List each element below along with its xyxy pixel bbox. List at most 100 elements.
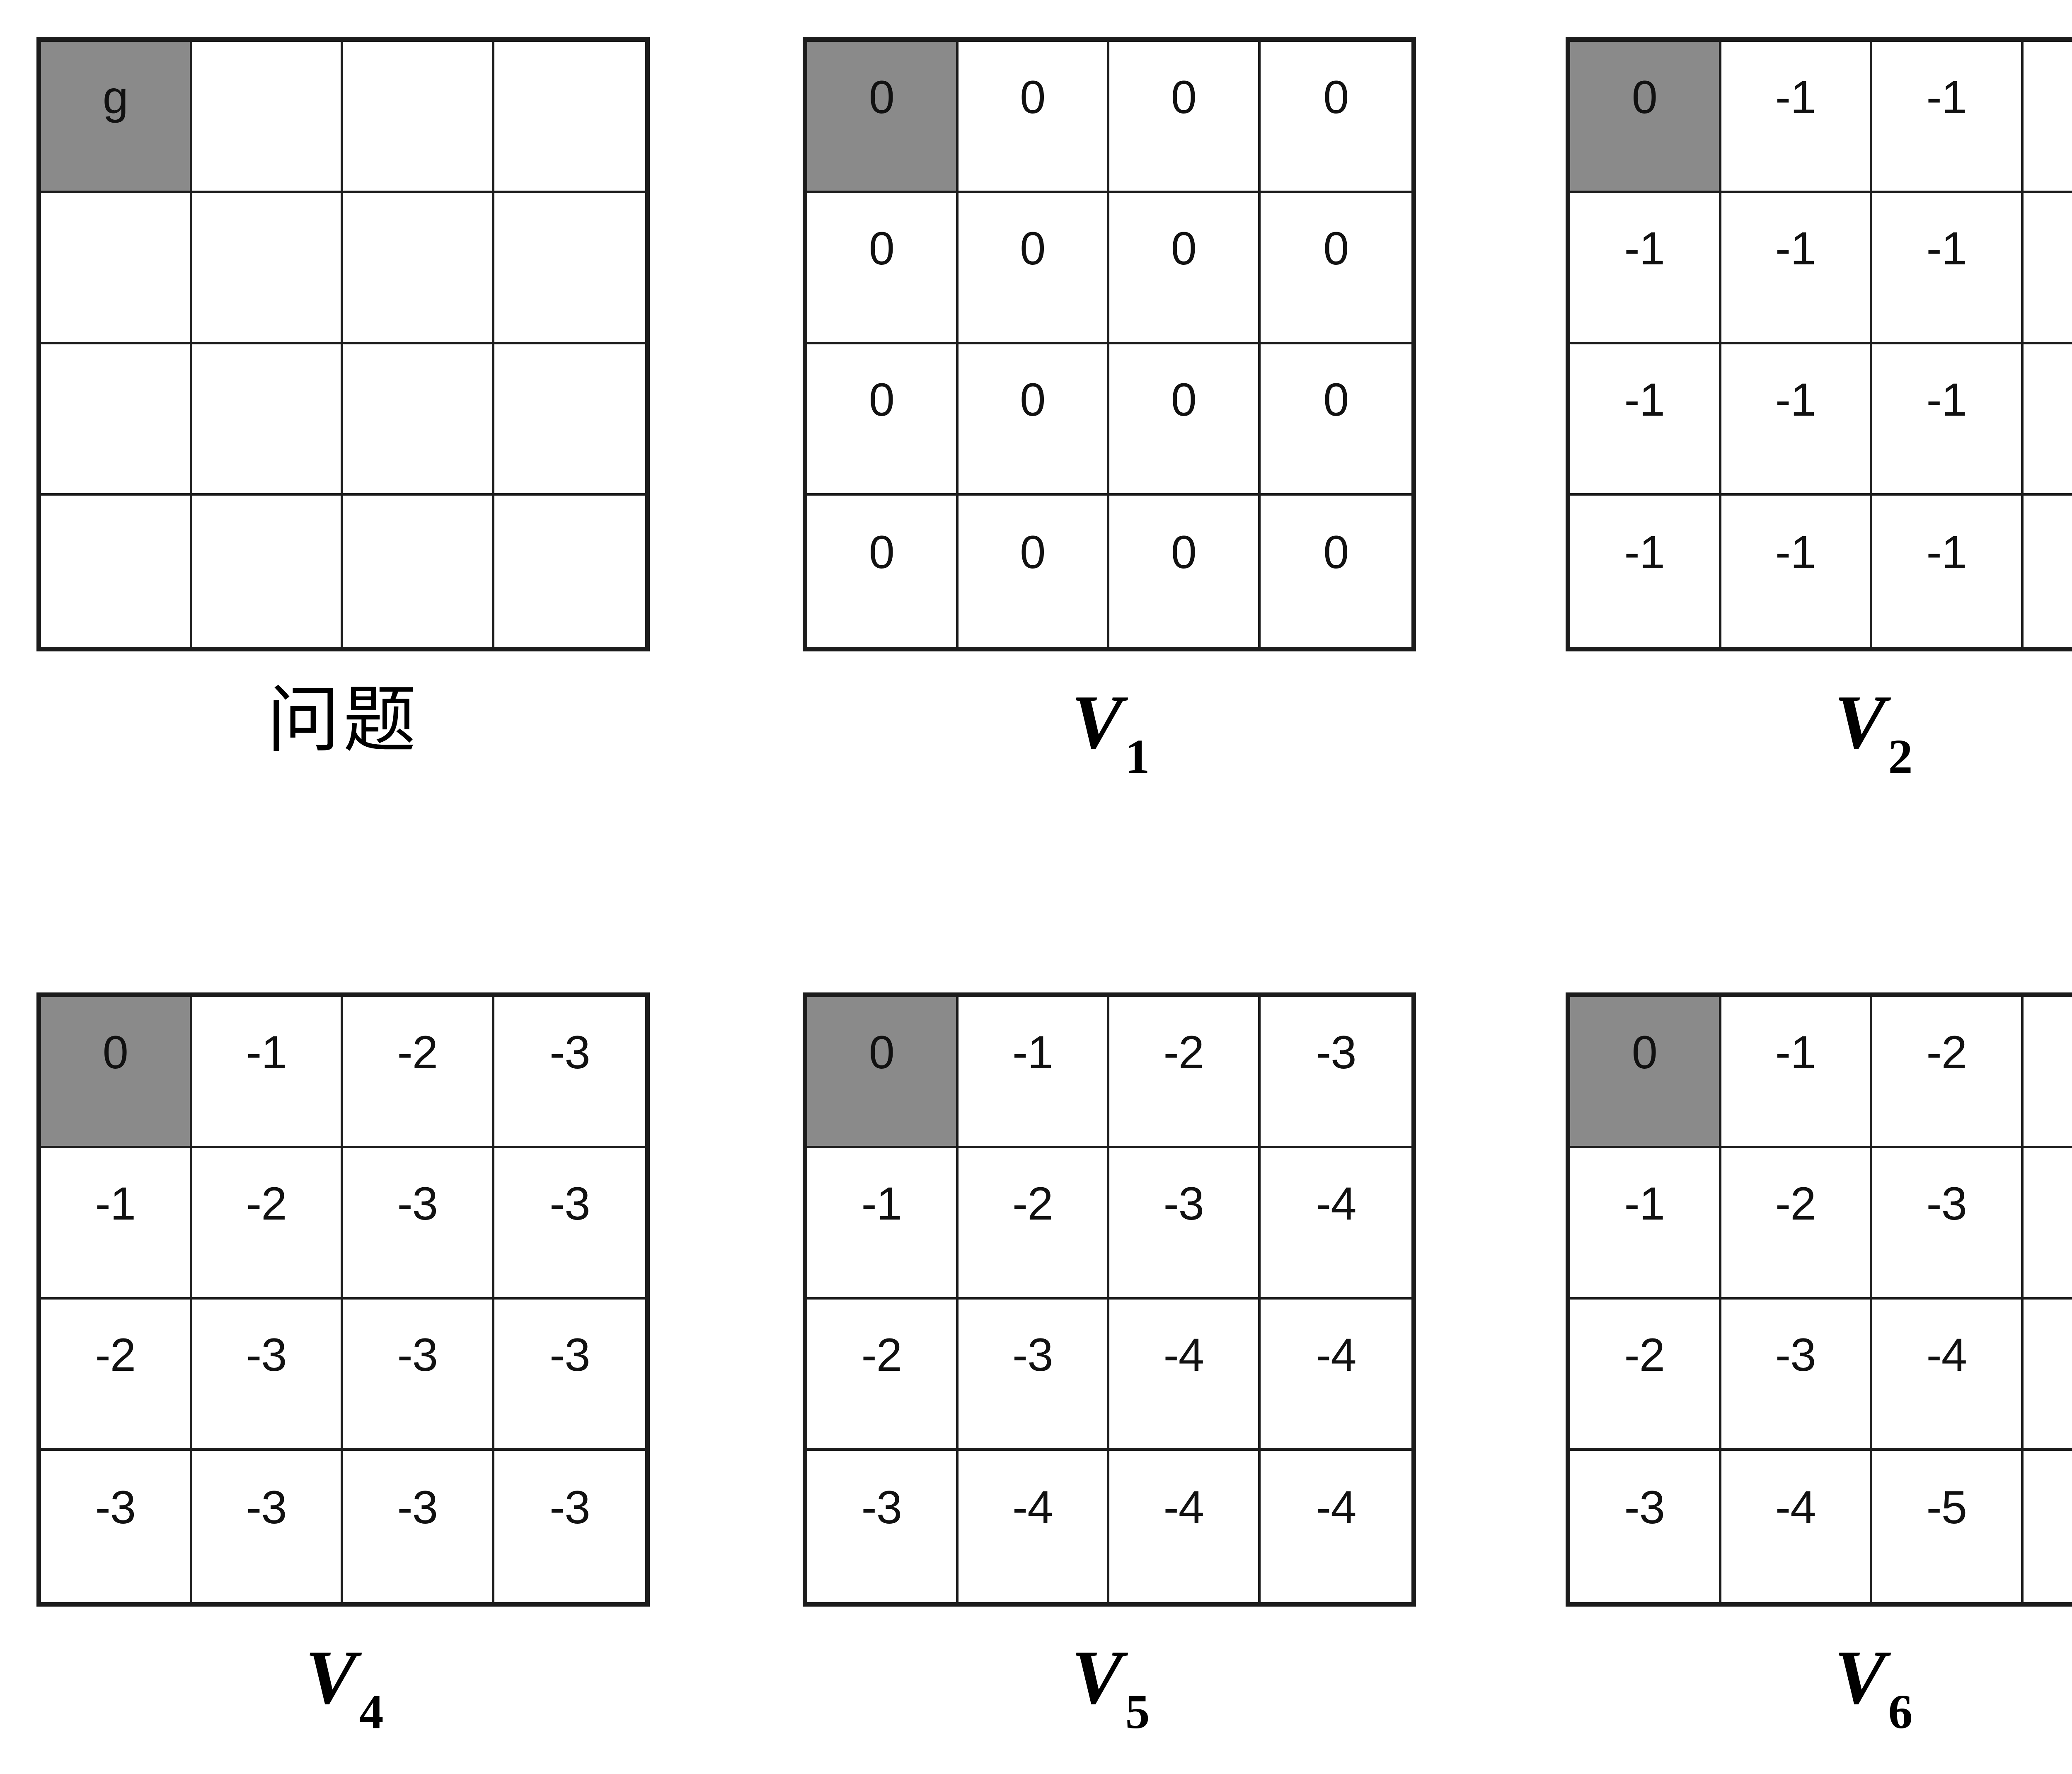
grid-cell[interactable]: -3 [343, 1148, 494, 1300]
grid-cell[interactable] [41, 344, 192, 496]
grid-cell[interactable]: -1 [2023, 42, 2072, 193]
grid-cell[interactable]: 0 [807, 496, 959, 647]
grid-cell[interactable] [192, 42, 343, 193]
grid-cell[interactable]: -2 [343, 997, 494, 1148]
grid-cell[interactable]: -2 [41, 1300, 192, 1451]
grid-cell[interactable] [192, 344, 343, 496]
grid-cell[interactable]: -3 [1570, 1451, 1721, 1602]
grid-cell[interactable]: g [41, 42, 192, 193]
grid-cell[interactable] [494, 496, 645, 647]
grid-cell[interactable]: -3 [192, 1300, 343, 1451]
grid-cell[interactable]: -3 [343, 1300, 494, 1451]
grid-cell[interactable] [41, 496, 192, 647]
grid-cell[interactable] [343, 42, 494, 193]
grid-cell[interactable]: -5 [1872, 1451, 2024, 1602]
grid-cell[interactable]: -3 [1721, 1300, 1872, 1451]
grid-cell[interactable]: -3 [1109, 1148, 1261, 1300]
grid-cell[interactable]: -5 [2023, 1300, 2072, 1451]
grid-cell[interactable]: -4 [1260, 1148, 1411, 1300]
grid-cell[interactable]: -1 [807, 1148, 959, 1300]
grid-cell[interactable]: 0 [807, 344, 959, 496]
grid-cell[interactable]: 0 [807, 193, 959, 344]
grid-cell[interactable]: -2 [192, 1148, 343, 1300]
grid-cell[interactable]: 0 [1109, 193, 1261, 344]
cell-value: -3 [1163, 1177, 1204, 1229]
grid-cell[interactable]: -3 [343, 1451, 494, 1602]
caption-subscript: 1 [1125, 729, 1150, 784]
grid-cell[interactable] [343, 344, 494, 496]
cell-value: -4 [1315, 1481, 1357, 1533]
grid-cell[interactable]: -2 [1570, 1300, 1721, 1451]
grid-cell[interactable]: 0 [1260, 42, 1411, 193]
grid-cell[interactable]: -2 [807, 1300, 959, 1451]
grid-cell[interactable]: -1 [1570, 193, 1721, 344]
grid-cell[interactable] [494, 42, 645, 193]
grid-cell[interactable]: -1 [41, 1148, 192, 1300]
grid-cell[interactable]: -1 [1570, 344, 1721, 496]
grid-cell[interactable] [343, 193, 494, 344]
grid-cell[interactable]: -3 [1260, 997, 1411, 1148]
grid-cell[interactable]: -1 [1721, 344, 1872, 496]
grid-cell[interactable]: -4 [1109, 1300, 1261, 1451]
grid-cell[interactable]: -3 [2023, 997, 2072, 1148]
grid-cell[interactable]: -1 [1570, 1148, 1721, 1300]
grid-cell[interactable]: -4 [2023, 1148, 2072, 1300]
grid-cell[interactable]: -1 [1721, 997, 1872, 1148]
grid-cell[interactable]: -1 [192, 997, 343, 1148]
grid-cell[interactable]: -3 [192, 1451, 343, 1602]
grid-cell[interactable]: -2 [1109, 997, 1261, 1148]
grid-cell[interactable]: 0 [958, 496, 1109, 647]
grid-cell[interactable]: -3 [41, 1451, 192, 1602]
grid-cell[interactable]: 0 [958, 193, 1109, 344]
grid-cell[interactable]: 0 [958, 42, 1109, 193]
grid-cell[interactable]: -1 [1721, 193, 1872, 344]
grid-cell[interactable]: -4 [1872, 1300, 2024, 1451]
grid-cell[interactable]: -4 [958, 1451, 1109, 1602]
grid-cell[interactable]: -1 [1570, 496, 1721, 647]
grid-cell[interactable]: 0 [1260, 344, 1411, 496]
grid-cell[interactable]: -3 [494, 997, 645, 1148]
grid-cell[interactable]: 0 [807, 42, 959, 193]
grid-cell[interactable]: 0 [1109, 344, 1261, 496]
grid-cell[interactable]: -3 [494, 1451, 645, 1602]
grid-cell[interactable]: 0 [1109, 42, 1261, 193]
grid-cell[interactable]: 0 [1109, 496, 1261, 647]
grid-cell[interactable]: -2 [958, 1148, 1109, 1300]
grid-cell[interactable]: 0 [41, 997, 192, 1148]
grid-cell[interactable]: -1 [2023, 193, 2072, 344]
grid-cell[interactable]: -1 [2023, 344, 2072, 496]
grid-cell[interactable]: 0 [1570, 997, 1721, 1148]
grid-cell[interactable]: 0 [1570, 42, 1721, 193]
grid-cell[interactable]: -4 [1721, 1451, 1872, 1602]
grid-cell[interactable]: -3 [1872, 1148, 2024, 1300]
grid-cell[interactable]: -2 [1872, 997, 2024, 1148]
grid-cell[interactable] [494, 344, 645, 496]
grid-cell[interactable]: -1 [1721, 42, 1872, 193]
grid-cell[interactable]: -1 [1872, 42, 2024, 193]
grid-cell[interactable]: 0 [1260, 496, 1411, 647]
grid-cell[interactable] [494, 193, 645, 344]
grid-cell[interactable]: -3 [807, 1451, 959, 1602]
grid-cell[interactable] [192, 496, 343, 647]
grid-cell[interactable]: 0 [1260, 193, 1411, 344]
grid-cell[interactable]: -1 [958, 997, 1109, 1148]
grid-cell[interactable]: -4 [1260, 1300, 1411, 1451]
grid-cell[interactable]: -1 [1721, 496, 1872, 647]
grid-cell[interactable]: -1 [1872, 193, 2024, 344]
grid-cell[interactable]: -4 [1109, 1451, 1261, 1602]
grid-cell[interactable]: -2 [1721, 1148, 1872, 1300]
grid-cell[interactable]: -3 [494, 1300, 645, 1451]
grid-cell[interactable]: -3 [494, 1148, 645, 1300]
grid-cell[interactable] [192, 193, 343, 344]
cell-value: -2 [1163, 1026, 1204, 1078]
grid-cell[interactable]: 0 [958, 344, 1109, 496]
grid-cell[interactable]: -1 [1872, 496, 2024, 647]
grid-cell[interactable]: -5 [2023, 1451, 2072, 1602]
grid-cell[interactable]: -4 [1260, 1451, 1411, 1602]
grid-cell[interactable]: -3 [958, 1300, 1109, 1451]
grid-cell[interactable] [343, 496, 494, 647]
grid-cell[interactable]: 0 [807, 997, 959, 1148]
grid-cell[interactable]: -1 [2023, 496, 2072, 647]
grid-cell[interactable]: -1 [1872, 344, 2024, 496]
grid-cell[interactable] [41, 193, 192, 344]
